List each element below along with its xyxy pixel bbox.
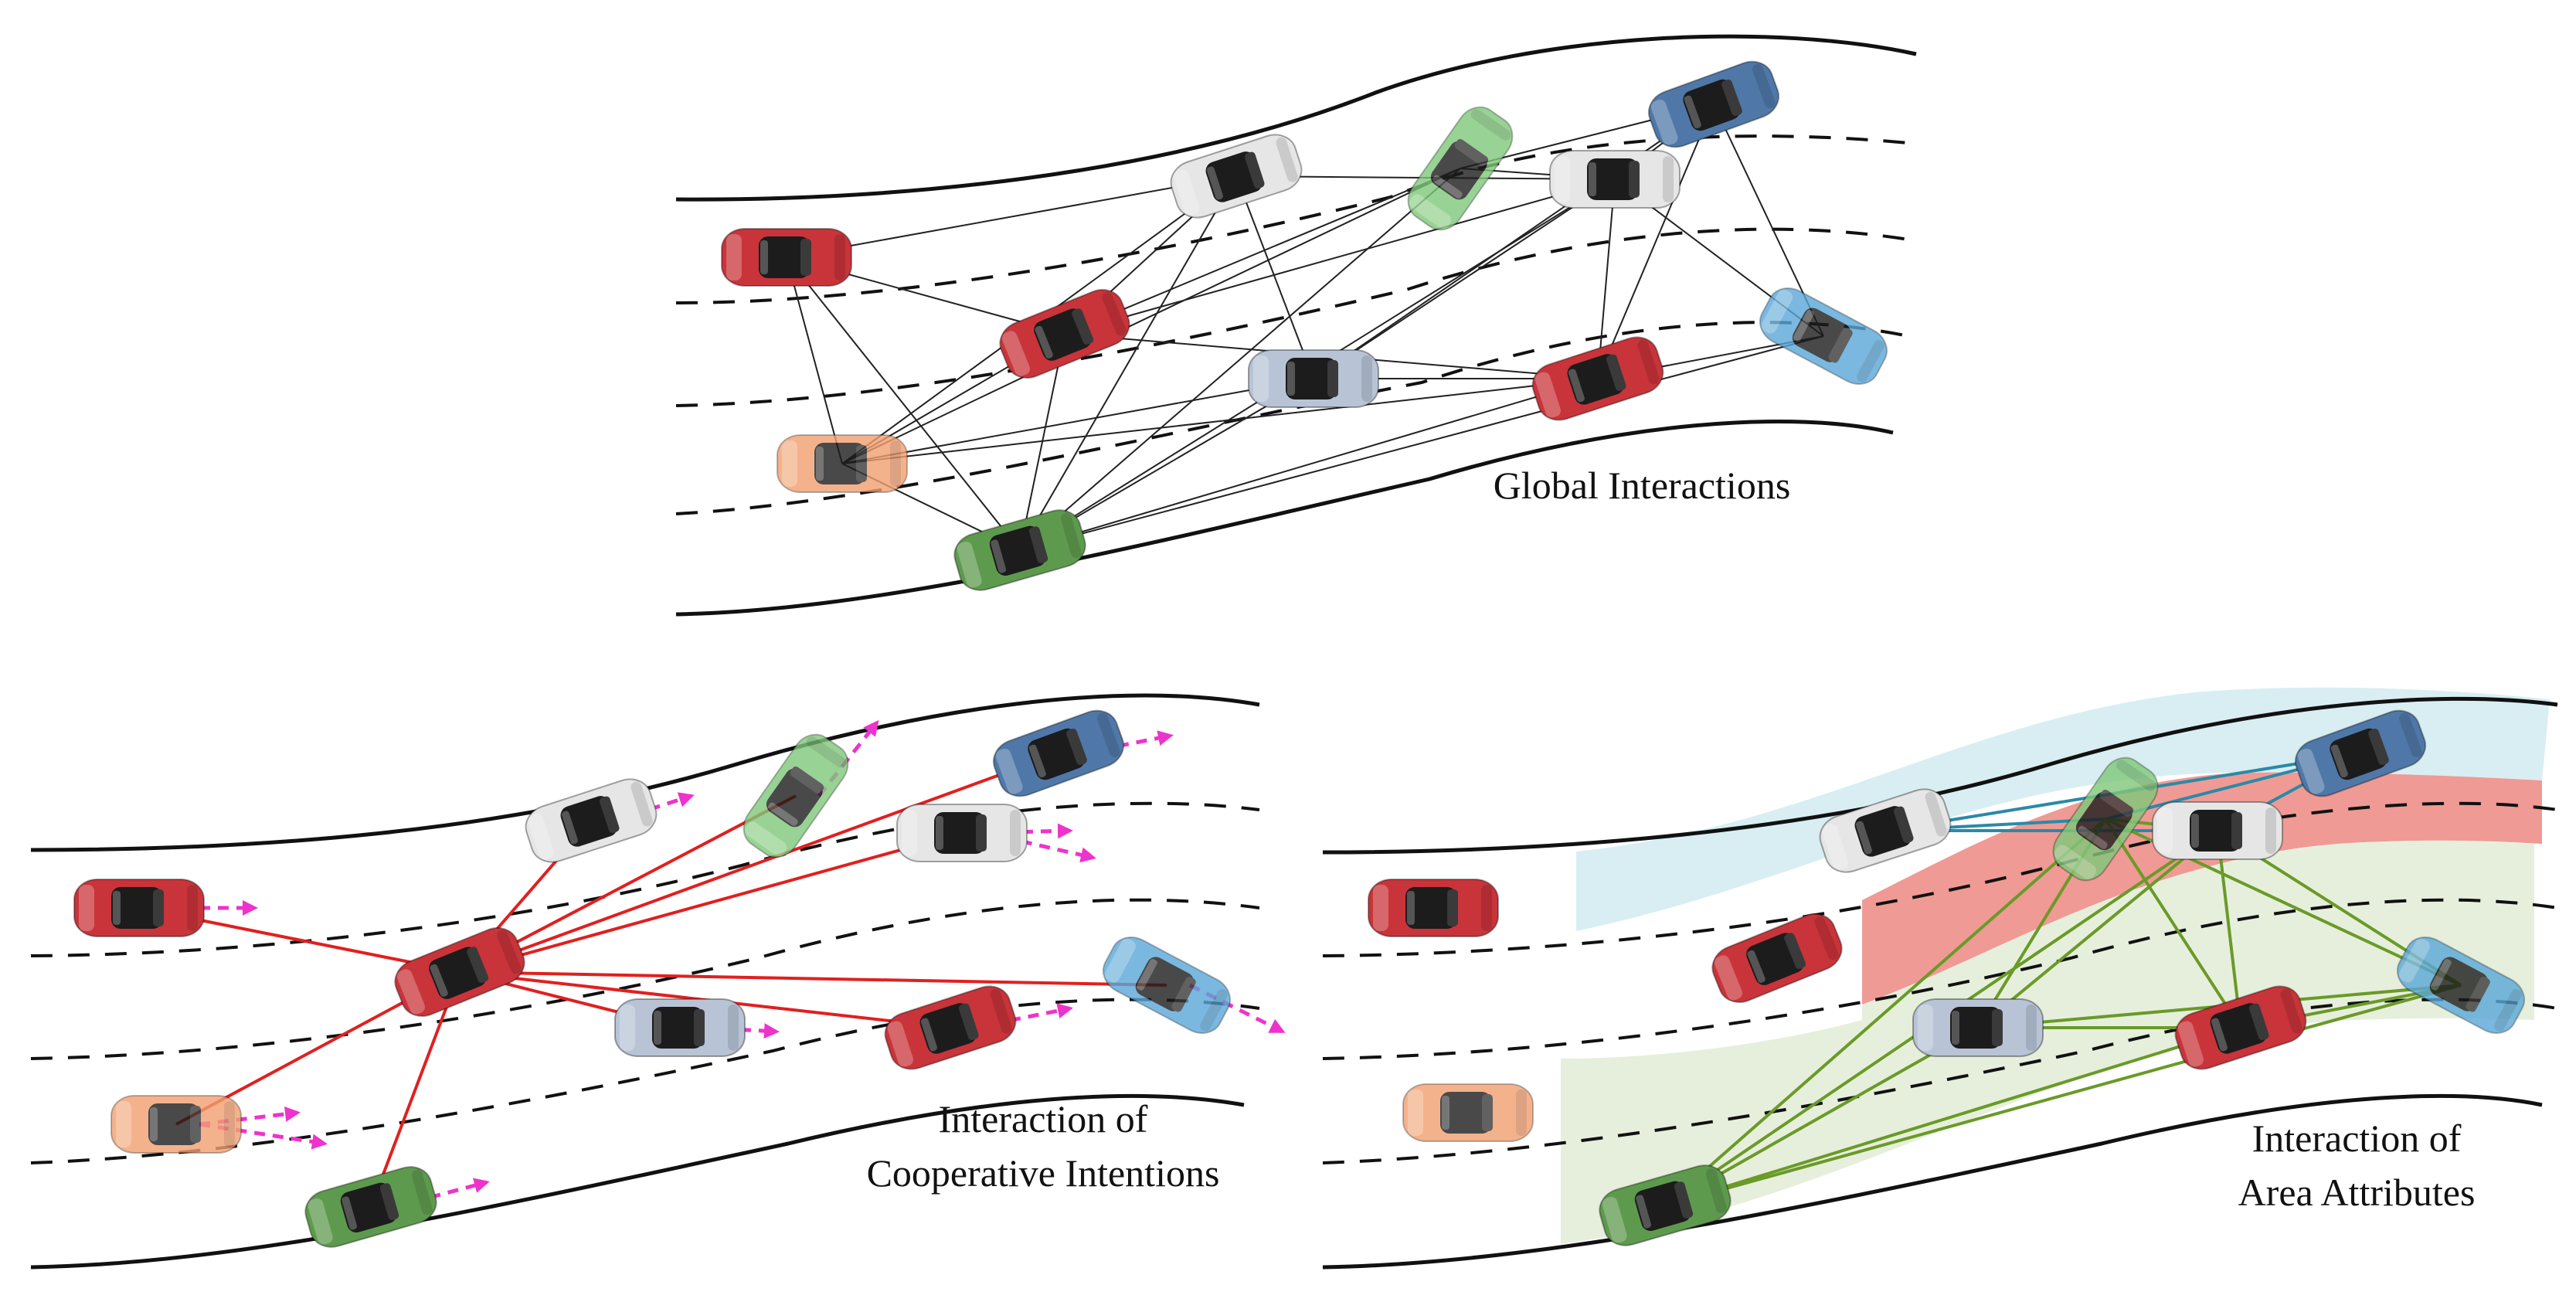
car-red — [1368, 879, 1499, 937]
area-edge-green-zone — [1664, 1026, 2241, 1207]
global-edge — [841, 378, 1314, 464]
car-green-light — [2052, 756, 2159, 882]
cooperative-edge — [369, 971, 461, 1208]
cooperative-edge — [459, 971, 1167, 987]
lane-line-2 — [675, 227, 1909, 407]
global-edge — [786, 257, 1021, 551]
car-red — [2174, 985, 2307, 1070]
car-white — [1170, 134, 1303, 219]
area-edge-green-zone — [2216, 830, 2242, 1028]
area-edge-green-zone — [1664, 984, 2462, 1207]
car-white — [1549, 150, 1681, 209]
car-green — [304, 1166, 437, 1248]
global-edge — [1019, 168, 1461, 551]
road-edge-bottom — [1322, 1093, 2543, 1270]
road-edge-bottom — [675, 420, 1894, 617]
caption-global: Global Interactions — [1494, 464, 1791, 507]
intention-arrow — [984, 823, 1073, 839]
car-red — [884, 985, 1017, 1070]
cooperative-edge — [459, 831, 963, 974]
car-green-light — [743, 733, 849, 858]
car-white — [525, 778, 658, 863]
car-blue-dark — [2294, 709, 2427, 797]
cars-global — [721, 60, 1888, 591]
intention-arrow — [973, 1003, 1073, 1030]
lane-line-2 — [30, 898, 1260, 1060]
road-edge-top — [30, 693, 1260, 852]
global-edge — [786, 257, 843, 464]
car-blue-light — [1102, 937, 1232, 1034]
intention-arrow — [702, 1023, 780, 1039]
car-orange — [777, 434, 908, 493]
car-orange — [1402, 1083, 1534, 1142]
intention-arrow — [817, 719, 879, 797]
zone-green — [1561, 840, 2534, 1244]
global-edge — [1019, 378, 1599, 551]
car-orange — [110, 1095, 242, 1154]
global-edge — [786, 175, 1237, 258]
global-edge — [1064, 178, 1616, 335]
car-red — [73, 879, 205, 937]
car-silver — [614, 998, 746, 1057]
caption-area-line1: Interaction of — [2252, 1117, 2462, 1160]
global-edge — [1313, 178, 1616, 379]
car-green — [953, 509, 1086, 591]
car-white — [1819, 788, 1952, 873]
car-silver — [1912, 998, 2044, 1057]
global-edge — [1019, 333, 1065, 551]
global-edge — [1019, 335, 1824, 551]
global-edge — [1313, 104, 1715, 379]
intention-arrow — [199, 1106, 301, 1127]
lane-line-3 — [1322, 998, 2558, 1164]
caption-area-line2: Area Attributes — [2238, 1171, 2476, 1214]
caption-cooperative-line1: Interaction of — [939, 1097, 1148, 1141]
car-red — [721, 228, 852, 287]
global-edge — [841, 378, 1599, 464]
car-red — [1711, 913, 1843, 1004]
global-edge — [1064, 168, 1461, 335]
area-edge-green-zone — [1976, 829, 2219, 1029]
car-blue-dark — [992, 709, 1125, 797]
cars-cooperative — [73, 709, 1232, 1248]
road-edge-bottom — [30, 1093, 1245, 1270]
car-white — [896, 804, 1028, 862]
car-red-target — [394, 926, 525, 1018]
car-red — [999, 288, 1130, 379]
global-edge — [1597, 104, 1715, 379]
caption-cooperative-line2: Cooperative Intentions — [867, 1151, 1220, 1195]
lane-line-2 — [1322, 898, 2558, 1060]
global-edge — [1597, 178, 1616, 379]
global-edge — [1019, 175, 1237, 551]
intention-arrow — [393, 1178, 490, 1209]
car-blue-dark — [1647, 60, 1780, 148]
car-blue-light — [2396, 937, 2526, 1034]
global-edge — [841, 168, 1461, 464]
car-white — [2152, 801, 2283, 860]
lane-line-1 — [1322, 801, 2558, 957]
car-green — [1599, 1164, 1731, 1246]
car-silver — [1248, 349, 1379, 408]
road-edge-top — [1322, 696, 2558, 855]
cars-area — [1368, 709, 2526, 1246]
car-blue-light — [1759, 287, 1888, 385]
lane-line-1 — [30, 801, 1260, 957]
road-edge-top — [675, 34, 1917, 202]
lane-line-1 — [675, 134, 1909, 304]
car-red — [1531, 336, 1664, 421]
cooperative-edge — [459, 752, 1059, 974]
car-green-light — [1407, 106, 1514, 231]
road-area — [1322, 696, 2558, 1270]
global-edge — [1235, 175, 1314, 379]
intention-arrow — [1081, 730, 1174, 756]
area-edge-green-zone — [1664, 818, 2107, 1207]
area-edge-green-zone — [2104, 818, 2242, 1029]
